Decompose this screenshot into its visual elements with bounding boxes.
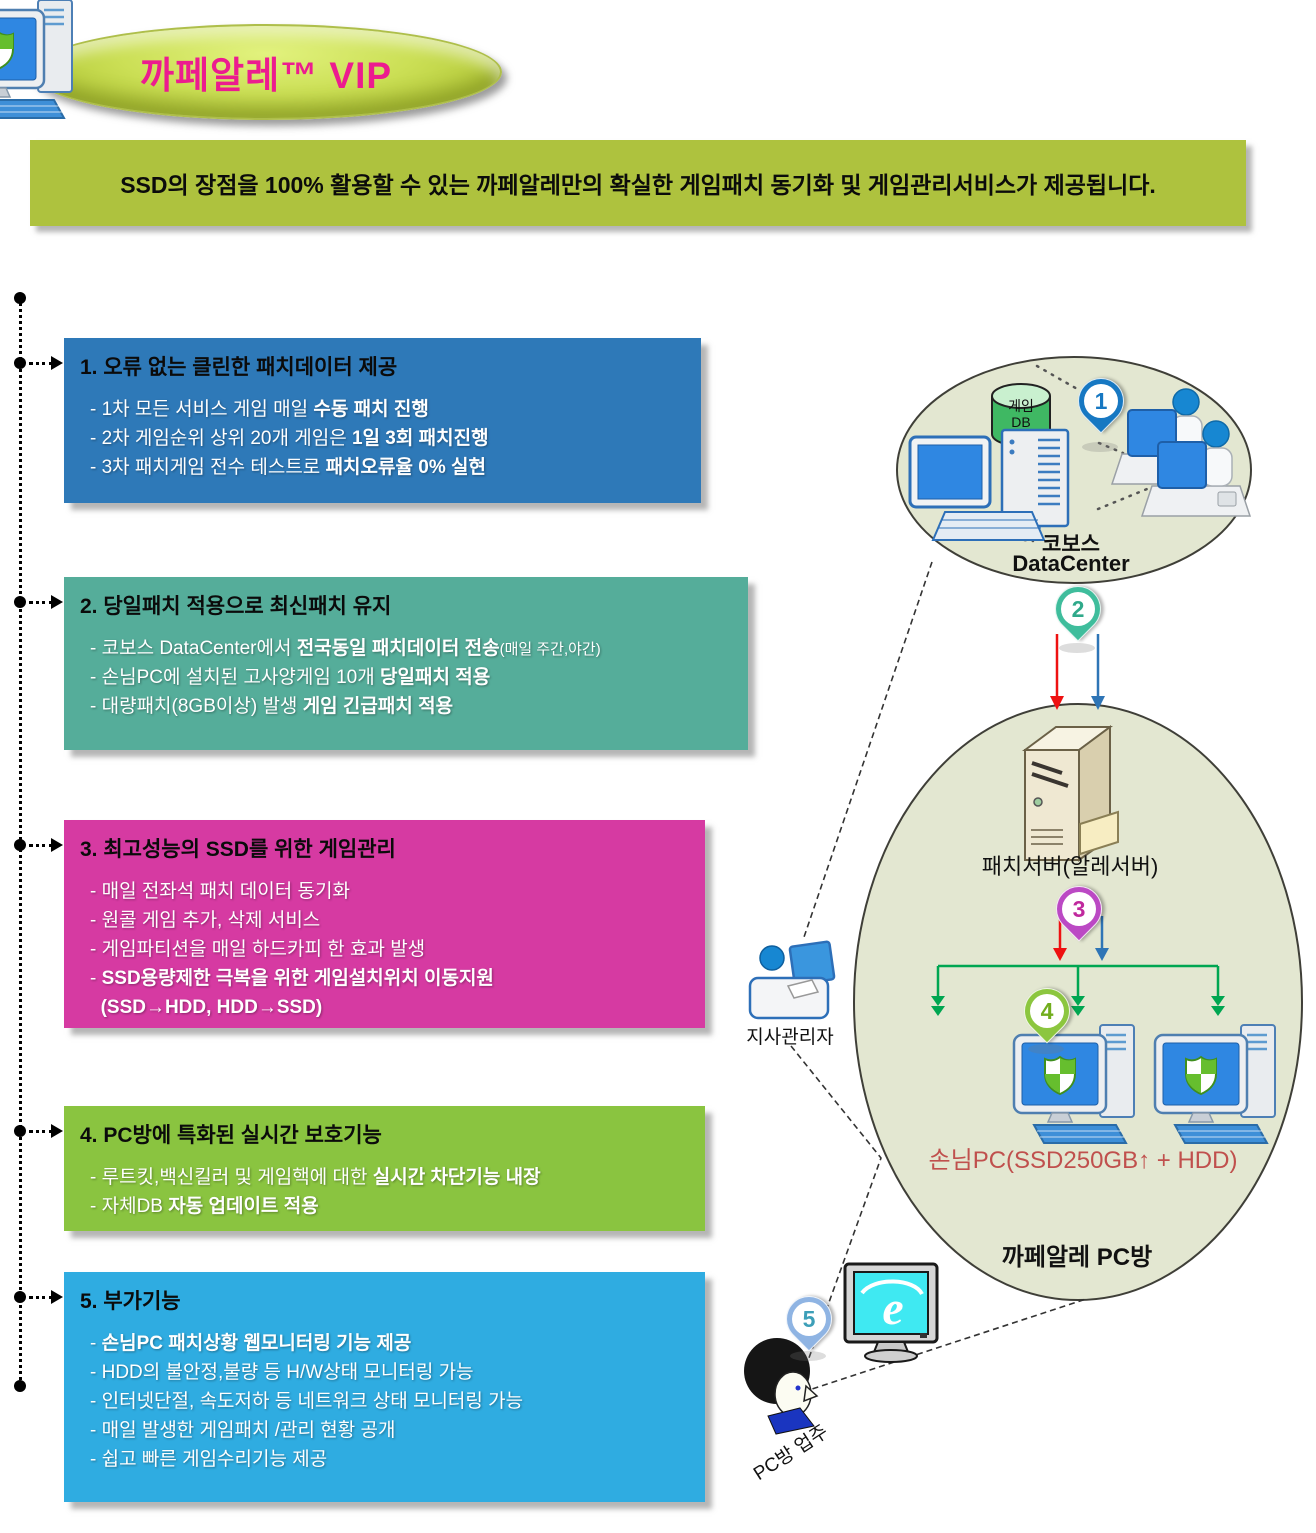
feature-line: - 매일 발생한 게임패치 /관리 현황 공개 bbox=[90, 1419, 396, 1441]
connector-dot-4 bbox=[14, 1125, 26, 1137]
feature-title: 5. 부가기능 bbox=[80, 1290, 181, 1313]
client-pc-label: 손님PC(SSD250GB↑ + HDD) bbox=[928, 1147, 1238, 1174]
pin-number: 5 bbox=[792, 1302, 826, 1336]
feature-body: - 코보스 DataCenter에서 전국동일 패치데이터 전송(매일 주간,야… bbox=[80, 635, 732, 722]
datacenter-name-line1: 코보스 bbox=[1042, 533, 1100, 556]
branch-manager-icon bbox=[748, 940, 836, 1020]
intro-banner-text: SSD의 장점을 100% 활용할 수 있는 까페알레만의 확실한 게임패치 동… bbox=[120, 172, 1156, 198]
arrow-head-icon bbox=[51, 595, 63, 609]
feature-line: - 인터넷단절, 속도저하 등 네트워크 상태 모니터링 가능 bbox=[90, 1390, 524, 1412]
owner-label: PC방 업주 bbox=[750, 1421, 833, 1485]
arrow-head-icon bbox=[51, 356, 63, 370]
feature-title: 3. 최고성능의 SSD를 위한 게임관리 bbox=[80, 838, 396, 861]
pcbang-label: 까페알레 PC방 bbox=[1001, 1244, 1153, 1271]
pin-number: 2 bbox=[1061, 592, 1095, 626]
feature-box-2: 2. 당일패치 적용으로 최신패치 유지 - 코보스 DataCenter에서 … bbox=[64, 577, 748, 750]
feature-line: - 원콜 게임 추가, 삭제 서비스 bbox=[90, 909, 321, 931]
web-monitor-icon: e bbox=[843, 1262, 939, 1363]
connector-dot-2 bbox=[14, 596, 26, 608]
workstation-icon bbox=[908, 428, 1070, 541]
feature-line: - 대량패치(8GB이상) 발생 게임 긴급패치 적용 bbox=[90, 695, 454, 717]
feature-line: - SSD용량제한 극복을 위한 게임설치위치 이동지원 bbox=[90, 967, 494, 989]
feature-title: 4. PC방에 특화된 실시간 보호기능 bbox=[80, 1124, 382, 1147]
feature-line: - 게임파티션을 매일 하드카피 한 효과 발생 bbox=[90, 938, 426, 960]
map-pin-2: 2 bbox=[1045, 576, 1111, 642]
feature-box-1: 1. 오류 없는 클린한 패치데이터 제공 - 1차 모든 서비스 게임 매일 … bbox=[64, 338, 701, 503]
feature-body: - 1차 모든 서비스 게임 매일 수동 패치 진행 - 2차 게임순위 상위 2… bbox=[80, 396, 685, 483]
feature-box-5: 5. 부가기능 - 손님PC 패치상황 웹모니터링 기능 제공 - HDD의 불안… bbox=[64, 1272, 705, 1502]
feature-line: - 자체DB 자동 업데이트 적용 bbox=[90, 1195, 319, 1217]
connector-arrow-2 bbox=[29, 601, 53, 604]
feature-title: 2. 당일패치 적용으로 최신패치 유지 bbox=[80, 595, 392, 618]
map-pin-3: 3 bbox=[1046, 876, 1112, 942]
connector-arrow-5 bbox=[29, 1296, 53, 1299]
feature-body: - 루트킷,백신킬러 및 게임핵에 대한 실시간 차단기능 내장 - 자체DB 자… bbox=[80, 1164, 689, 1222]
operators-icon bbox=[1110, 388, 1252, 517]
map-pin-5: 5 bbox=[776, 1286, 842, 1352]
title-oval: 까페알레™ VIP bbox=[30, 24, 502, 120]
connector-end-dot bbox=[14, 1380, 26, 1392]
pin-number: 1 bbox=[1084, 384, 1118, 418]
connector-dot-3 bbox=[14, 839, 26, 851]
feature-line: - 손님PC에 설치된 고사양게임 10개 당일패치 적용 bbox=[90, 666, 491, 688]
feature-line: - 2차 게임순위 상위 20개 게임은 1일 3회 패치진행 bbox=[90, 427, 489, 449]
feature-line: - 손님PC 패치상황 웹모니터링 기능 제공 bbox=[90, 1333, 412, 1354]
map-pin-1: 1 bbox=[1068, 368, 1134, 434]
arrow-head-icon bbox=[51, 1124, 63, 1138]
feature-line: - 코보스 DataCenter에서 전국동일 패치데이터 전송(매일 주간,야… bbox=[90, 638, 601, 659]
ie-logo: e bbox=[882, 1282, 903, 1335]
game-db-label: 게임 DB bbox=[1008, 398, 1034, 431]
feature-line: - 1차 모든 서비스 게임 매일 수동 패치 진행 bbox=[90, 399, 429, 420]
connector-arrow-3 bbox=[29, 844, 53, 847]
patch-server-label: 패치서버(알레서버) bbox=[981, 854, 1159, 879]
owner-icon bbox=[744, 1338, 819, 1435]
feature-body: - 매일 전좌석 패치 데이터 동기화 - 원콜 게임 추가, 삭제 서비스 - 게… bbox=[80, 878, 689, 1022]
connector-start-dot bbox=[14, 292, 26, 304]
feature-line: - HDD의 불안정,불량 등 H/W상태 모니터링 가능 bbox=[90, 1361, 474, 1383]
dotted-decor bbox=[997, 364, 1149, 543]
feature-title: 1. 오류 없는 클린한 패치데이터 제공 bbox=[80, 356, 398, 379]
map-pin-4: 4 bbox=[1014, 978, 1080, 1044]
feature-body: - 손님PC 패치상황 웹모니터링 기능 제공 - HDD의 불안정,불량 등 H… bbox=[80, 1330, 689, 1474]
connector-dot-5 bbox=[14, 1291, 26, 1303]
pin-number: 4 bbox=[1030, 994, 1064, 1028]
datacenter-name-line2: DataCenter bbox=[1012, 551, 1130, 576]
intro-banner: SSD의 장점을 100% 활용할 수 있는 까페알레만의 확실한 게임패치 동… bbox=[30, 140, 1246, 226]
feature-line: - 쉽고 빠른 게임수리기능 제공 bbox=[90, 1448, 328, 1470]
connector-arrow-1 bbox=[29, 362, 53, 365]
arrow-head-icon bbox=[51, 1290, 63, 1304]
feature-line: - 3차 패치게임 전수 테스트로 패치오류율 0% 실현 bbox=[90, 456, 486, 478]
pcbang-ellipse bbox=[853, 703, 1303, 1301]
connector-dot-1 bbox=[14, 357, 26, 369]
feature-box-4: 4. PC방에 특화된 실시간 보호기능 - 루트킷,백신킬러 및 게임핵에 대… bbox=[64, 1106, 705, 1231]
pin-number: 3 bbox=[1062, 892, 1096, 926]
distribution-arrows bbox=[931, 964, 1225, 1016]
feature-line: - 루트킷,백신킬러 및 게임핵에 대한 실시간 차단기능 내장 bbox=[90, 1167, 541, 1188]
sync-arrows-1 bbox=[1050, 634, 1105, 710]
feature-box-3: 3. 최고성능의 SSD를 위한 게임관리 - 매일 전좌석 패치 데이터 동기… bbox=[64, 820, 705, 1028]
feature-line: (SSD→HDD, HDD→SSD) bbox=[100, 996, 323, 1018]
arrow-head-icon bbox=[51, 838, 63, 852]
branch-manager-label: 지사관리자 bbox=[746, 1027, 834, 1048]
page-title: 까페알레™ VIP bbox=[139, 55, 393, 96]
feature-line: - 매일 전좌석 패치 데이터 동기화 bbox=[90, 881, 350, 902]
connector-arrow-4 bbox=[29, 1130, 53, 1133]
patch-server-icon bbox=[1021, 725, 1119, 862]
